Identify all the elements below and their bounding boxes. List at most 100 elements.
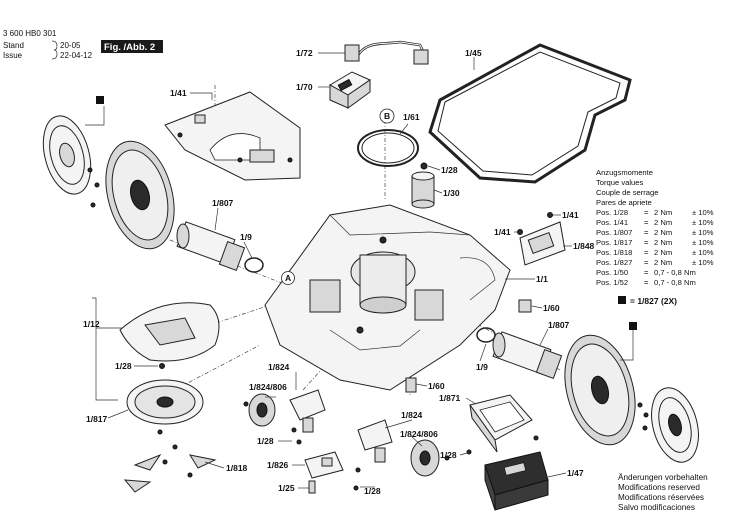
leader-1-47: [547, 472, 567, 478]
callout-1-61: 1/61: [403, 112, 420, 122]
torque-title-de: Anzugsmomente: [596, 168, 653, 177]
left-drive-motor: [176, 221, 246, 271]
main-chassis: [264, 204, 511, 391]
leader-1-807-left: [214, 207, 219, 231]
square-marker-right: [629, 322, 637, 330]
callout-1-60-lower: 1/60: [428, 381, 445, 391]
torque-row-tol: ± 10%: [692, 248, 714, 257]
torque-row-value: 2 Nm: [654, 258, 672, 267]
torque-table: Anzugsmomente Torque values Couple de se…: [596, 168, 714, 287]
leader-1-807-right: [539, 328, 549, 346]
o-ring-right: [476, 327, 496, 343]
issue-label: Issue: [3, 51, 23, 60]
callout-1-824-top: 1/824: [268, 362, 290, 372]
torque-row-pos: Pos. 1/41: [596, 218, 628, 227]
footer-note-es: Salvo modificaciones: [618, 503, 695, 512]
screw-1-28-top: [420, 162, 428, 170]
square-note: = 1/827 (2X): [630, 296, 677, 306]
callout-1-824-806-left: 1/824/806: [249, 382, 287, 392]
leader-1-818: [204, 461, 225, 469]
footer-note-en: Modifications reserved: [618, 483, 700, 492]
torque-row-tol: ± 10%: [692, 258, 714, 267]
callout-1-871: 1/871: [439, 393, 461, 403]
leader-1-41-top: [190, 92, 213, 100]
cylinder-part: [411, 171, 435, 209]
callout-1-41-mid-a: 1/41: [562, 210, 579, 220]
leader-1-28-bottom-a: [459, 452, 468, 456]
square-legend-symbol: [618, 296, 626, 304]
torque-row-tol: ± 10%: [692, 238, 714, 247]
leader-square-right: [620, 330, 634, 361]
stand-value: 20-05: [60, 41, 81, 50]
figure-label-box: [101, 40, 163, 53]
callout-1-41-mid-b: 1/41: [494, 227, 511, 237]
left-rear-wheel: [105, 140, 175, 250]
screws-front-left: [243, 401, 302, 445]
battery-cover: [469, 394, 533, 453]
callout-1-30: 1/30: [443, 188, 460, 198]
left-hubcap: [42, 115, 92, 195]
torque-row-tol: ± 10%: [692, 208, 714, 217]
screws-cover: [466, 435, 539, 455]
blades-1-818: [123, 429, 217, 493]
callout-1-28-mid: 1/28: [257, 436, 274, 446]
torque-row-eq: =: [644, 228, 649, 237]
right-drive-motor: [492, 331, 563, 379]
torque-row-value: 2 Nm: [654, 248, 672, 257]
torque-row-eq: =: [644, 208, 649, 217]
callout-1-807-right: 1/807: [548, 320, 570, 330]
blade-disc: [126, 379, 204, 425]
torque-row-value: 0,7 - 0,8 Nm: [654, 278, 696, 287]
leader-1-9-right: [479, 343, 487, 362]
front-wheel-fork-left: [248, 389, 326, 433]
right-rear-wheel: [564, 334, 636, 446]
leader-1-824-806-right: [410, 435, 423, 447]
leader-1-817: [107, 409, 129, 419]
torque-row-pos: Pos. 1/807: [596, 228, 632, 237]
cable-harness: [344, 40, 429, 65]
front-wheel-fork-right: [357, 419, 440, 477]
marker-b: B: [384, 111, 390, 121]
callout-1-60-right: 1/60: [543, 303, 560, 313]
leader-1-61: [399, 123, 409, 135]
torque-title-fr: Couple de serrage: [596, 188, 658, 197]
leader-1-871: [465, 397, 477, 405]
main-circuit-board: [164, 91, 301, 181]
callout-1-12: 1/12: [83, 319, 100, 329]
callout-1-9-right: 1/9: [476, 362, 488, 372]
leader-1-30: [433, 189, 443, 194]
torque-title-es: Pares de apriete: [596, 198, 652, 207]
leader-1-28-top: [427, 165, 441, 171]
seal-ring: [357, 129, 419, 167]
torque-row-eq: =: [644, 218, 649, 227]
doc-number: 3 600 HB0 301: [3, 29, 57, 38]
callout-1-1: 1/1: [536, 274, 548, 284]
square-marker-left: [96, 96, 104, 104]
issue-value: 22-04-12: [60, 51, 93, 60]
marker-a: A: [285, 273, 291, 283]
marker-b-circle: [379, 108, 395, 124]
callout-1-848: 1/848: [573, 241, 595, 251]
callout-1-817: 1/817: [86, 414, 108, 424]
screw-1-28-left: [159, 363, 165, 369]
bracket-1-826: [304, 451, 344, 479]
leader-1-60-lower: [415, 383, 428, 387]
pin-1-25: [308, 480, 316, 494]
callout-1-824-806-right: 1/824/806: [400, 429, 438, 439]
callout-1-824-right: 1/824: [401, 410, 423, 420]
callout-1-28-bottom-b: 1/28: [364, 486, 381, 496]
torque-row-eq: =: [644, 238, 649, 247]
stand-label: Stand: [3, 41, 24, 50]
torque-row-value: 2 Nm: [654, 238, 672, 247]
torque-row-value: 0,7 - 0,8 Nm: [654, 268, 696, 277]
bracket-1-60-right: [518, 299, 532, 313]
torque-row-eq: =: [644, 248, 649, 257]
callout-1-818: 1/818: [226, 463, 248, 473]
torque-row-eq: =: [644, 258, 649, 267]
marker-a-circle: [281, 271, 295, 285]
torque-row-pos: Pos. 1/827: [596, 258, 632, 267]
leader-1-60-right: [531, 305, 543, 309]
display-module: [328, 71, 372, 109]
callout-1-28-bottom-a: 1/28: [440, 450, 457, 460]
